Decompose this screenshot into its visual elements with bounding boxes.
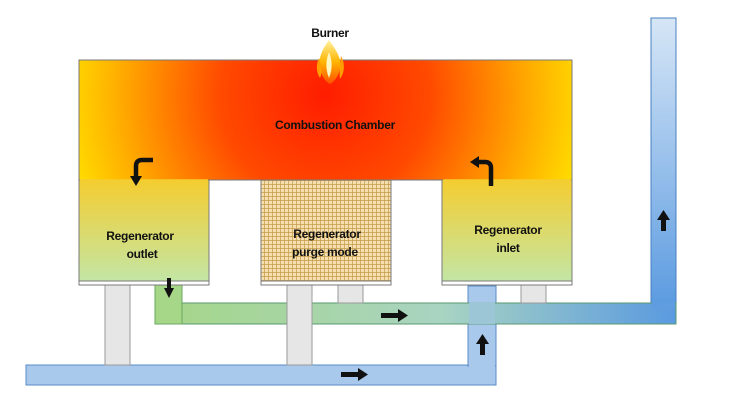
regenerator-inlet (441, 179, 573, 283)
regenerator-inlet-label-line1: Regenerator (474, 223, 542, 237)
arrow-icon-curve-right (470, 156, 494, 186)
regenerator-outlet-base (78, 280, 210, 286)
regenerator-purge-base (260, 280, 392, 286)
regenerator-outlet-label-line1: Regenerator (106, 229, 174, 243)
regenerator-purge (260, 179, 392, 283)
flame-icon (316, 40, 344, 84)
burner-label: Burner (311, 26, 349, 40)
combustion-chamber-label: Combustion Chamber (275, 118, 396, 132)
arrow-icon-curve-left (130, 157, 153, 186)
arrow-icon-up-stack (657, 210, 670, 231)
duct-purge-left (286, 282, 313, 366)
arrow-icon-down (164, 278, 174, 298)
arrow-icon-right-lower (341, 368, 368, 381)
regenerator-outlet (78, 179, 210, 283)
duct-inlet-right (520, 282, 547, 304)
duct-purge-right (337, 282, 364, 304)
arrow-icon-up-riser (476, 334, 489, 355)
stack-riser (650, 17, 677, 325)
regenerator-purge-label-line1: Regenerator (293, 227, 361, 241)
duct-outlet-left (104, 282, 131, 366)
inlet-pipe-horizontal (25, 364, 497, 386)
regenerator-outlet-label-line2: outlet (127, 247, 158, 261)
arrow-icon-right-upper (381, 309, 408, 322)
regenerator-inlet-label-line2: inlet (496, 241, 519, 255)
outlet-pipe-horizontal (154, 302, 677, 325)
regenerator-purge-label-line2: purge mode (292, 245, 358, 259)
regenerator-inlet-base (441, 280, 573, 286)
